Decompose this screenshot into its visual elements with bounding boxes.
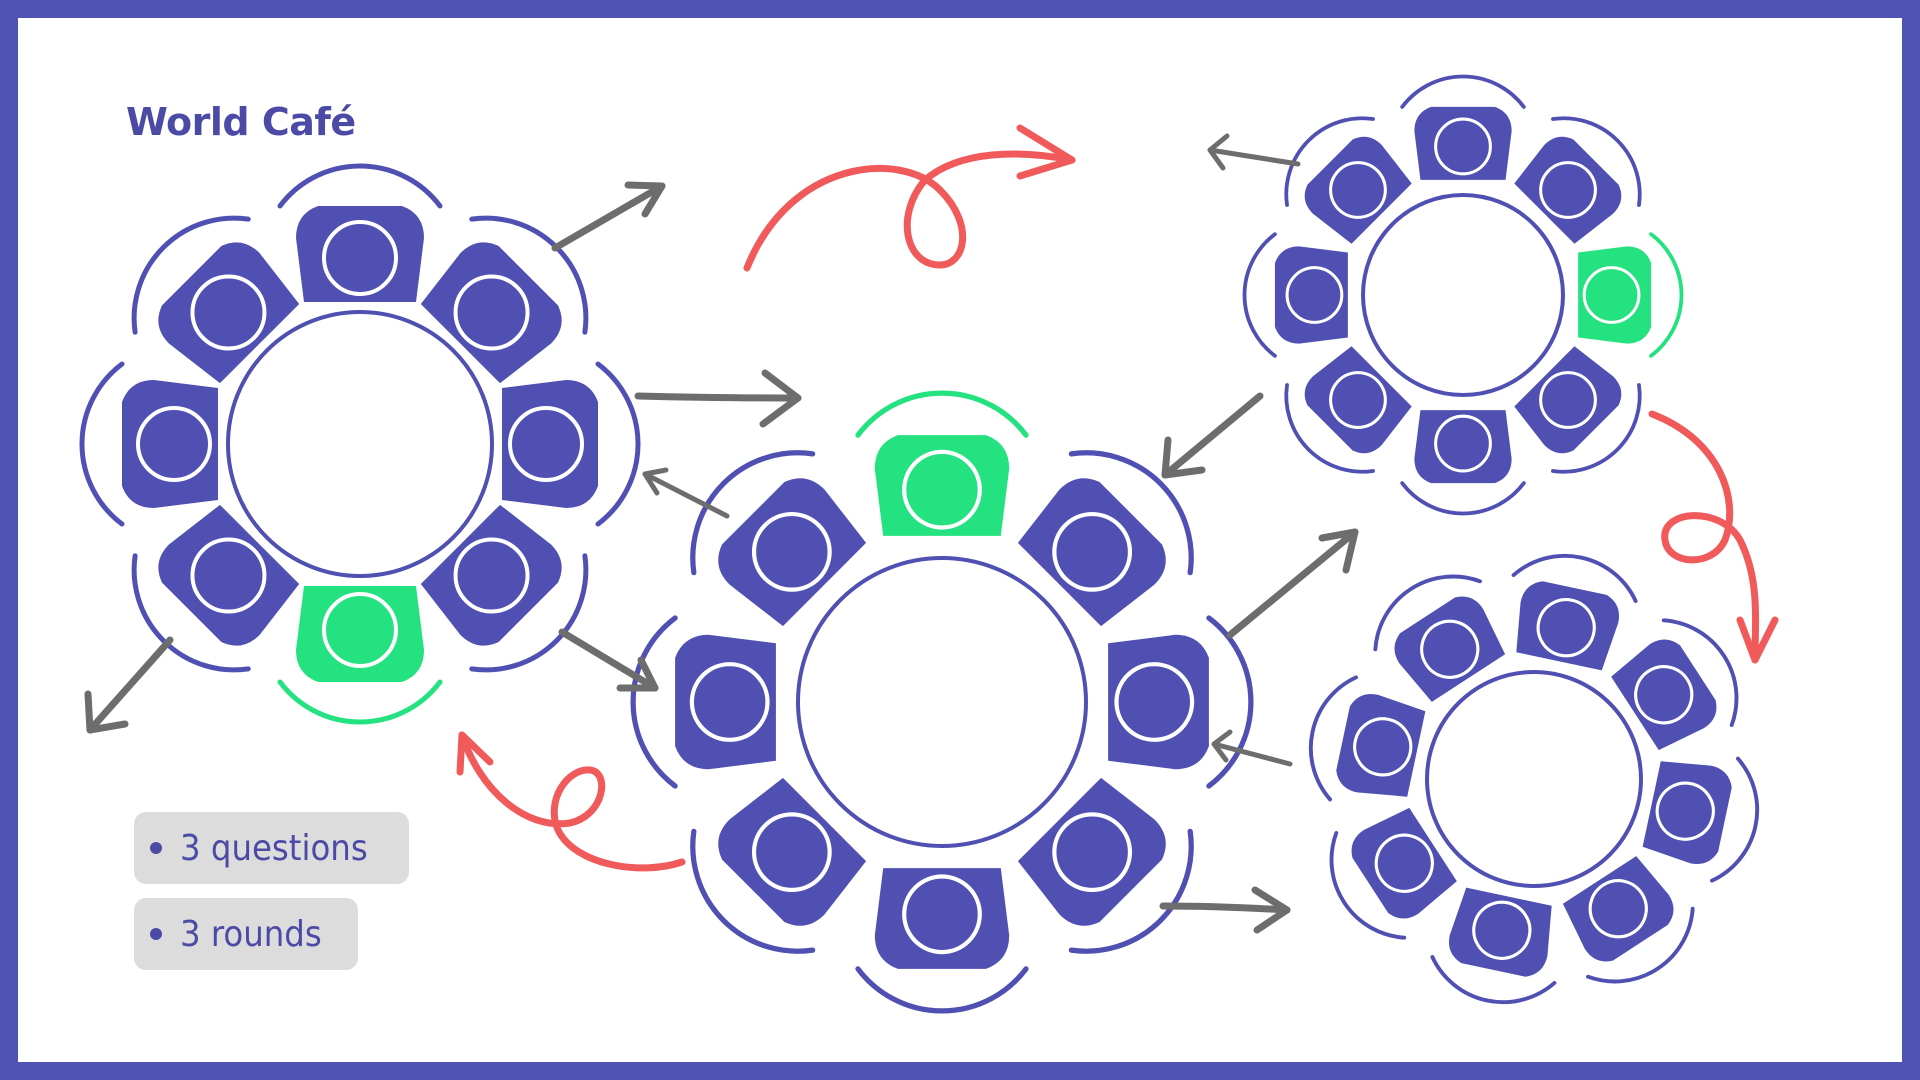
seat xyxy=(82,364,218,524)
note-rounds: 3 rounds xyxy=(134,898,358,970)
round-table xyxy=(1425,670,1643,888)
highlighted-seat xyxy=(858,393,1026,536)
bullet-dot xyxy=(150,928,162,940)
flow-arrow-2 xyxy=(634,369,802,428)
tables-layer xyxy=(82,74,1771,1016)
round-table xyxy=(1361,193,1565,397)
seat xyxy=(280,166,440,302)
highlighted-seat xyxy=(1576,232,1684,358)
flow-arrow-3 xyxy=(642,467,730,519)
seat xyxy=(502,364,638,524)
seat xyxy=(1108,618,1251,786)
move-arrow-right xyxy=(1648,410,1779,664)
move-arrow-top xyxy=(743,124,1076,272)
move-arrows xyxy=(456,124,1779,872)
table-2 xyxy=(633,393,1251,1011)
seat xyxy=(1423,881,1572,1016)
slide-title: World Café xyxy=(126,100,356,144)
note-rounds-text: 3 rounds xyxy=(180,913,322,955)
flow-arrow-8 xyxy=(1226,528,1359,639)
round-table xyxy=(796,556,1088,848)
highlighted-seat xyxy=(280,586,440,722)
round-table xyxy=(226,310,494,578)
seat xyxy=(1400,408,1526,516)
flow-arrow-10 xyxy=(1159,886,1291,934)
flow-arrow-4 xyxy=(558,628,659,692)
flow-arrow-1 xyxy=(551,181,666,252)
flow-arrow-7 xyxy=(1161,392,1264,479)
seat xyxy=(1400,74,1526,182)
note-questions: 3 questions xyxy=(134,812,409,884)
table-1 xyxy=(82,166,638,722)
seat xyxy=(1496,542,1645,677)
flow-arrow-9 xyxy=(1211,729,1293,767)
note-questions-text: 3 questions xyxy=(180,827,368,869)
seat xyxy=(1297,668,1432,817)
seat xyxy=(858,868,1026,1011)
flow-arrow-5 xyxy=(84,636,174,734)
flow-arrow-6 xyxy=(1207,133,1301,171)
move-arrow-bottom xyxy=(456,731,686,872)
table-4 xyxy=(1297,542,1771,1016)
seat xyxy=(1636,741,1771,890)
bullet-dot xyxy=(150,842,162,854)
seat xyxy=(633,618,776,786)
table-3 xyxy=(1242,74,1684,516)
flow-arrows xyxy=(84,133,1359,934)
seat xyxy=(1242,232,1350,358)
